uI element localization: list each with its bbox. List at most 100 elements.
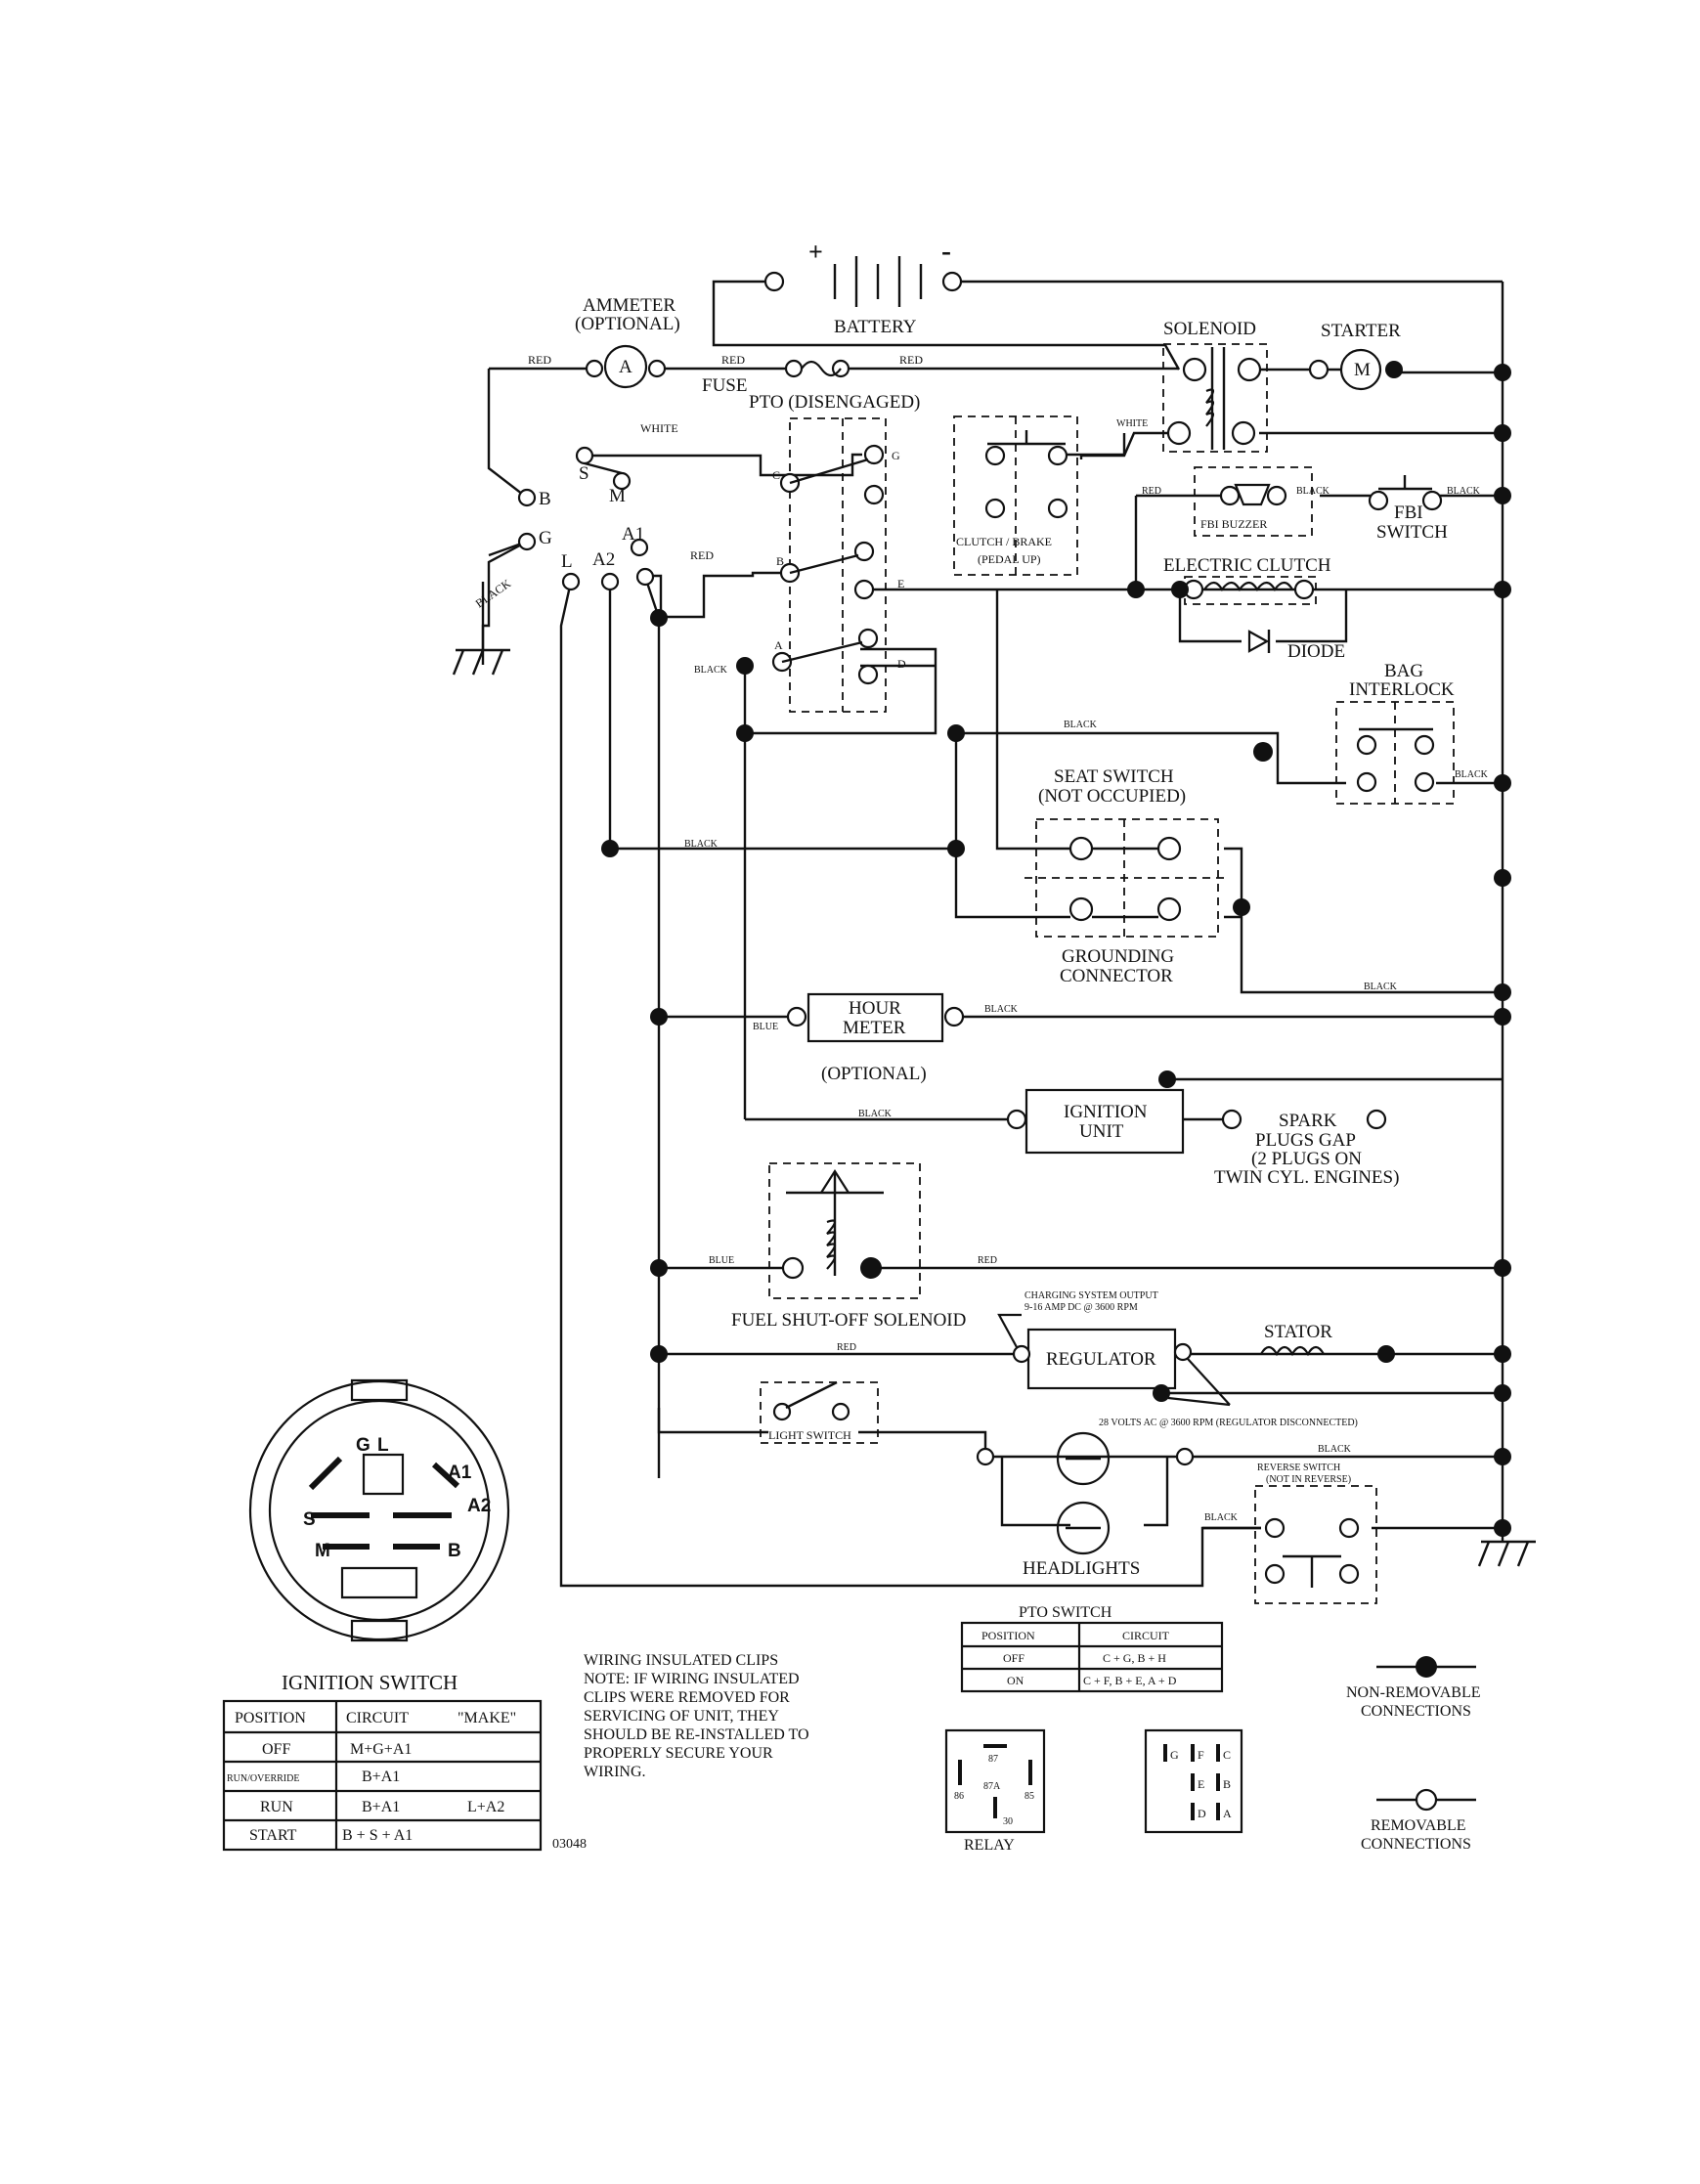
ignition-table-cell: B + S + A1 (342, 1827, 413, 1844)
pto-table-header-circuit: CIRCUIT (1122, 1629, 1170, 1642)
diagram-number: 03048 (552, 1837, 587, 1852)
seat-switch-label: SEAT SWITCH (1054, 766, 1174, 787)
ignition-table-cell: L+A2 (467, 1799, 504, 1815)
pto-switch-table: PTO SWITCH POSITION CIRCUIT OFF C + G, B… (960, 1604, 1224, 1693)
ignition-terminal-b: B (539, 489, 551, 509)
wire-color-label: RED (837, 1342, 856, 1353)
fuel-solenoid-coil-icon (826, 1219, 837, 1270)
meter-label: METER (843, 1018, 906, 1038)
hour-meter: HOUR METER (OPTIONAL) BLUE BLACK (753, 992, 1019, 1084)
non-removable-icon (1416, 1656, 1437, 1678)
ignition-face-a2: A2 (467, 1496, 491, 1516)
interlock-label: INTERLOCK (1349, 679, 1455, 700)
fuse-icon (801, 360, 842, 377)
ignition-table-cell: RUN (260, 1799, 293, 1815)
hour-label: HOUR (849, 998, 901, 1019)
pto-switch: PTO (DISENGAGED) C G B E A D BLACK (694, 392, 920, 713)
wire-color-label: BLACK (1455, 769, 1489, 780)
battery-positive-terminal (763, 271, 785, 292)
wire-color-label: RED (528, 353, 551, 367)
ignition-table-header-make: "MAKE" (458, 1710, 516, 1726)
light-switch-label: LIGHT SWITCH (768, 1428, 851, 1442)
light-switch: LIGHT SWITCH (760, 1380, 879, 1444)
ignition-switch-face: G L A1 A2 S M B (248, 1378, 510, 1642)
pto-terminal-e: E (897, 577, 904, 590)
note-line: PROPERLY SECURE YOUR (584, 1745, 773, 1762)
reverse-switch: REVERSE SWITCH (NOT IN REVERSE) BLACK (1204, 1463, 1377, 1604)
stator: STATOR 28 VOLTS AC @ 3600 RPM (REGULATOR… (1099, 1322, 1395, 1428)
note-line: WIRING. (584, 1764, 646, 1780)
regulator: REGULATOR CHARGING SYSTEM OUTPUT 9-16 AM… (837, 1290, 1193, 1402)
relay-label: RELAY (964, 1837, 1015, 1854)
solenoid-plunger-icon (820, 1168, 850, 1194)
ignition-face-m: M (315, 1541, 330, 1561)
pto-disengaged-label: PTO (DISENGAGED) (749, 392, 920, 413)
ignition-switch-schematic: S M B G A1 L A2 WHITE BLACK RED (473, 421, 715, 610)
ignition-terminal-m: M (609, 486, 626, 506)
relay-pin-85: 85 (1024, 1791, 1034, 1802)
pto-connector-d: D (1198, 1807, 1206, 1820)
wire-color-label: BLACK (694, 665, 728, 676)
starter-label: STARTER (1321, 321, 1401, 341)
wire-color-label: BLACK (684, 839, 719, 850)
volts-note-label: 28 VOLTS AC @ 3600 RPM (REGULATOR DISCON… (1099, 1418, 1358, 1428)
wire-color-label: RED (978, 1255, 997, 1266)
note-line: NOTE: IF WIRING INSULATED (584, 1671, 800, 1687)
ignition-table-cell: START (249, 1827, 297, 1844)
ignition-table-cell: B+A1 (362, 1769, 400, 1785)
wires (452, 280, 1536, 1588)
pto-table-cell: C + G, B + H (1103, 1651, 1166, 1665)
wire-color-label: BLACK (1064, 720, 1098, 730)
hour-meter-optional-label: (OPTIONAL) (821, 1064, 927, 1084)
fuse: FUSE (702, 359, 850, 396)
legend-removable-2: CONNECTIONS (1361, 1836, 1471, 1853)
diode-label: DIODE (1287, 641, 1345, 662)
wire-color-label: BLACK (984, 1004, 1019, 1015)
wire-color-label: BLACK (1204, 1512, 1239, 1523)
spark-label: SPARK (1279, 1111, 1337, 1131)
wire-color-label: WHITE (1116, 418, 1148, 429)
relay-icon (944, 1728, 1046, 1834)
pto-connector-e: E (1198, 1777, 1204, 1791)
not-in-reverse-label: (NOT IN REVERSE) (1266, 1474, 1351, 1485)
not-occupied-label: (NOT OCCUPIED) (1038, 786, 1186, 807)
stator-label: STATOR (1264, 1322, 1332, 1342)
ignition-face-a1: A1 (448, 1463, 472, 1483)
wire-color-label: RED (690, 548, 714, 562)
relay: 87 87A 86 85 30 RELAY (944, 1728, 1046, 1854)
ignition-face-s: S (303, 1509, 316, 1530)
starter-motor-icon (1339, 348, 1382, 391)
headlight-icon (1056, 1431, 1111, 1486)
removable-icon (1415, 1788, 1438, 1812)
buzzer-icon (1234, 483, 1271, 506)
seat-switch: SEAT SWITCH (NOT OCCUPIED) GROUNDING CON… (684, 766, 1398, 992)
fbi-switch: FBI SWITCH BLACK (1368, 475, 1481, 543)
twin-cyl-label: TWIN CYL. ENGINES) (1214, 1167, 1399, 1188)
fbi-buzzer-label: FBI BUZZER (1200, 517, 1267, 531)
relay-pin-87: 87 (988, 1754, 998, 1765)
fuel-shutoff-solenoid: FUEL SHUT-OFF SOLENOID BLUE RED (709, 1162, 997, 1331)
ignition-table-cell: M+G+A1 (350, 1741, 412, 1758)
wire-color-label: RED (721, 353, 745, 367)
ignition-table-header-position: POSITION (235, 1710, 306, 1726)
battery-minus-sign: - (941, 235, 951, 267)
relay-pin-30: 30 (1003, 1816, 1013, 1827)
ammeter-symbol: A (619, 357, 632, 377)
battery-plus-sign: + (808, 238, 823, 266)
note-title: WIRING INSULATED CLIPS (584, 1652, 778, 1669)
fuse-label: FUSE (702, 375, 747, 396)
legend-non-removable: NON-REMOVABLE (1346, 1684, 1480, 1701)
pto-table-title: PTO SWITCH (1019, 1604, 1112, 1621)
wire-color-label: WHITE (640, 421, 678, 435)
pto-connector-a: A (1223, 1807, 1232, 1820)
pto-terminal-b: B (776, 554, 784, 568)
wire-color-label: BLACK (473, 576, 514, 610)
pto-connector-icon (1144, 1728, 1243, 1834)
electric-clutch: ELECTRIC CLUTCH (1163, 555, 1331, 605)
fuel-solenoid-label: FUEL SHUT-OFF SOLENOID (731, 1310, 966, 1331)
charging-amps-label: 9-16 AMP DC @ 3600 RPM (1024, 1302, 1138, 1313)
pto-connector-c: C (1223, 1748, 1231, 1762)
ammeter: AMMETER (OPTIONAL) A RED RED RED (528, 295, 923, 389)
clutch-coil-icon (1203, 581, 1293, 592)
